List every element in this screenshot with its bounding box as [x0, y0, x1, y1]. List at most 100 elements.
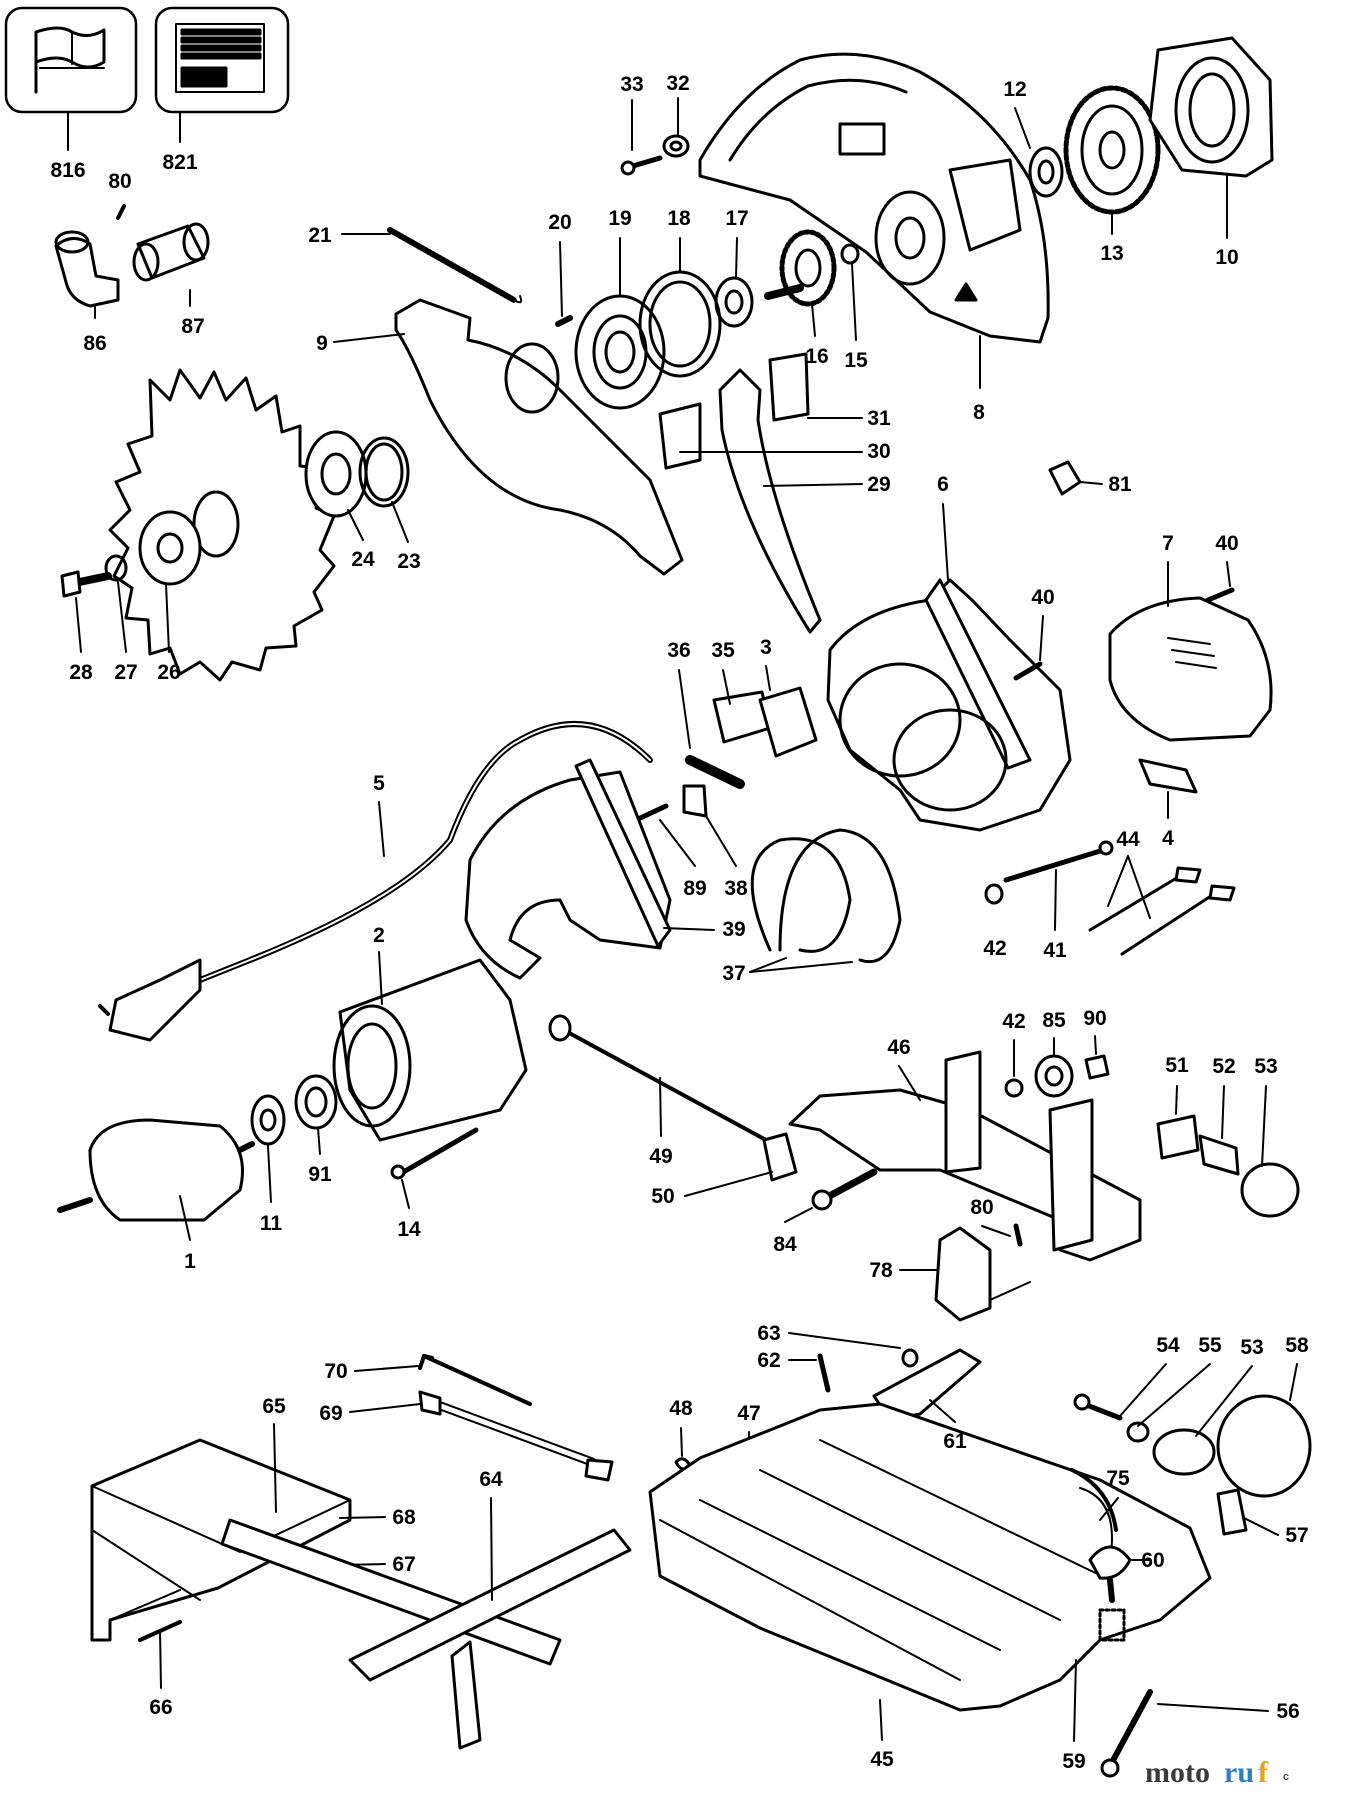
part-816-flag-box — [4, 6, 138, 114]
callout-40a: 40 — [1215, 532, 1238, 555]
callout-85: 85 — [1042, 1009, 1066, 1032]
callout-42a: 42 — [983, 937, 1006, 960]
callout-30: 30 — [867, 440, 890, 463]
callout-32: 32 — [666, 72, 689, 95]
part-16-spindle-gear — [764, 229, 837, 307]
callout-14: 14 — [397, 1218, 421, 1241]
part-7-end-cap — [1108, 596, 1273, 742]
callout-65: 65 — [262, 1395, 286, 1418]
callout-58: 58 — [1285, 1334, 1309, 1357]
callout-12: 12 — [1003, 78, 1026, 101]
part-9-lower-guard — [394, 298, 684, 576]
callout-19: 19 — [608, 207, 631, 230]
callout-31: 31 — [867, 407, 891, 430]
callout-10: 10 — [1215, 246, 1238, 269]
part-2-stator — [332, 958, 528, 1142]
part-65-guide-rail — [90, 1438, 352, 1642]
callout-62: 62 — [757, 1349, 780, 1372]
callout-63: 63 — [757, 1322, 780, 1345]
callout-81: 81 — [1108, 473, 1132, 496]
callout-89: 89 — [683, 877, 706, 900]
part-8-upper-guard — [698, 52, 1050, 344]
callout-80a: 80 — [108, 170, 131, 193]
part-saw-blade — [108, 368, 336, 682]
callout-50: 50 — [651, 1185, 674, 1208]
callout-7: 7 — [1162, 532, 1174, 555]
callout-66: 66 — [149, 1696, 172, 1719]
callout-35: 35 — [711, 639, 735, 662]
callout-45: 45 — [870, 1748, 894, 1771]
callout-80b: 80 — [970, 1196, 993, 1219]
callout-27: 27 — [114, 661, 137, 684]
callout-51: 51 — [1165, 1054, 1189, 1077]
callout-52: 52 — [1212, 1055, 1235, 1078]
callout-40b: 40 — [1031, 586, 1054, 609]
callout-13: 13 — [1100, 242, 1123, 265]
callout-61: 61 — [943, 1430, 967, 1453]
part-87-adapter — [132, 222, 210, 282]
callout-60: 60 — [1141, 1549, 1164, 1572]
part-18-gasket — [638, 270, 722, 378]
callout-24: 24 — [351, 548, 375, 571]
watermark-part3: f — [1258, 1756, 1269, 1789]
callout-70: 70 — [324, 1360, 347, 1383]
callout-49: 49 — [649, 1145, 672, 1168]
callout-69: 69 — [319, 1402, 342, 1425]
drawing — [4, 6, 1312, 1778]
part-821-label-box — [154, 6, 290, 114]
part-46-bevel-bracket — [788, 1050, 1142, 1262]
callout-21: 21 — [308, 224, 332, 247]
callout-6: 6 — [937, 473, 949, 496]
part-1-armature — [57, 1118, 255, 1222]
callout-39: 39 — [722, 918, 745, 941]
callout-57: 57 — [1285, 1524, 1308, 1547]
callout-64: 64 — [479, 1468, 503, 1491]
part-17-bearing — [714, 276, 754, 328]
callout-42b: 42 — [1002, 1010, 1025, 1033]
callout-8: 8 — [973, 401, 985, 424]
callout-91: 91 — [308, 1163, 332, 1186]
callout-11: 11 — [260, 1212, 283, 1235]
part-39-handle — [464, 758, 672, 980]
watermark-part1: moto — [1145, 1756, 1210, 1789]
callout-90: 90 — [1083, 1007, 1106, 1030]
callout-44: 44 — [1116, 828, 1140, 851]
callout-33: 33 — [620, 73, 643, 96]
callout-36: 36 — [667, 639, 690, 662]
callout-75: 75 — [1106, 1467, 1130, 1490]
callout-86: 86 — [83, 332, 106, 355]
callout-9: 9 — [316, 332, 328, 355]
callout-78: 78 — [869, 1259, 893, 1282]
callout-23: 23 — [397, 550, 420, 573]
callout-68: 68 — [392, 1506, 416, 1529]
callout-17: 17 — [725, 207, 748, 230]
callout-18: 18 — [667, 207, 691, 230]
part-13-bevel-gear — [1063, 85, 1161, 215]
callout-55: 55 — [1198, 1334, 1222, 1357]
callout-48: 48 — [669, 1397, 693, 1420]
callout-821: 821 — [162, 151, 197, 174]
callout-46: 46 — [887, 1036, 910, 1059]
part-10-gear-cover — [1148, 36, 1274, 178]
callout-26: 26 — [157, 661, 180, 684]
callout-53b: 53 — [1240, 1336, 1263, 1359]
callout-84: 84 — [773, 1233, 797, 1256]
callout-28: 28 — [69, 661, 93, 684]
part-45-base-plate — [648, 1402, 1212, 1712]
callout-53a: 53 — [1254, 1055, 1277, 1078]
callout-87: 87 — [181, 315, 204, 338]
callout-816: 816 — [50, 159, 85, 182]
part-12-bearing — [1028, 146, 1064, 198]
callout-2: 2 — [373, 924, 385, 947]
callout-29: 29 — [867, 473, 890, 496]
callout-20: 20 — [548, 211, 571, 234]
callout-67: 67 — [392, 1553, 415, 1576]
part-86-dust-elbow — [54, 230, 120, 308]
callout-41: 41 — [1043, 939, 1067, 962]
callout-37: 37 — [722, 962, 745, 985]
callout-47: 47 — [737, 1402, 760, 1425]
watermark-tail: c — [1283, 1771, 1289, 1783]
callout-15: 15 — [844, 349, 868, 372]
